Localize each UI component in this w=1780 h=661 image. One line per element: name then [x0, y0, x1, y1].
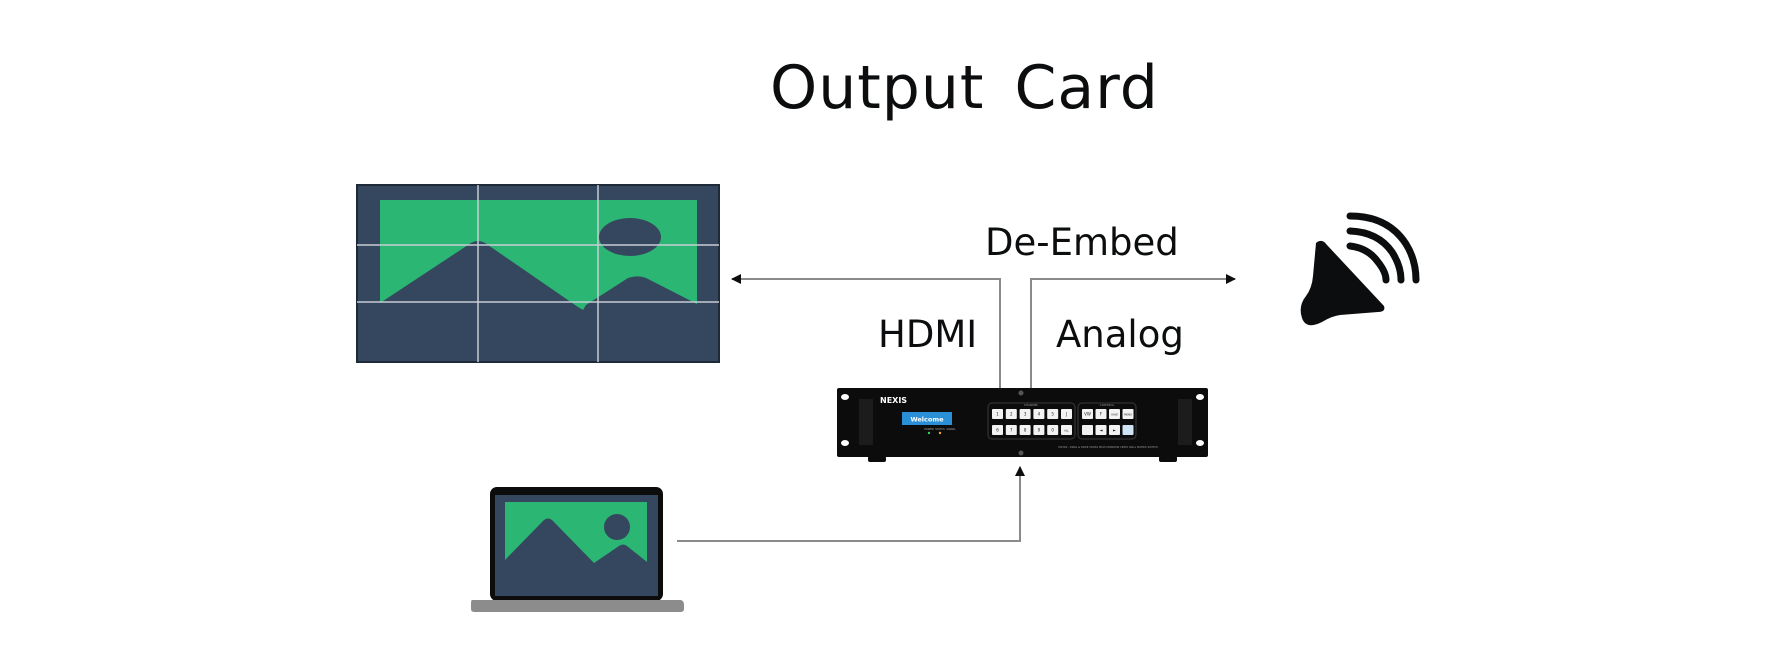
indicator-label-signal: SIGNAL [946, 427, 956, 431]
control-button[interactable] [1095, 425, 1107, 435]
channel-button[interactable] [992, 425, 1003, 435]
device-model-caption: MX300 - DRAG & DROP CROSS MULTI-WINDOW V… [1058, 445, 1157, 449]
channel-button[interactable] [1047, 425, 1059, 435]
laptop-input-line [677, 466, 1025, 542]
hdmi-label: HDMI [878, 313, 978, 356]
device-lcd-display: Welcome [902, 412, 952, 425]
channel-button-label: 0 [1051, 427, 1054, 432]
control-button-label: F [1100, 411, 1103, 416]
lcd-welcome-text: Welcome [910, 416, 944, 424]
channel-button-label: 2 [1010, 411, 1013, 416]
channel-button[interactable] [1047, 409, 1059, 419]
channel-button-label: 5 [1051, 411, 1054, 416]
channel-button-label: 3 [1024, 411, 1027, 416]
channel-button[interactable] [1005, 425, 1017, 435]
control-panel-label: CONTROL [1100, 403, 1115, 407]
channel-button[interactable] [992, 409, 1003, 419]
indicator-label-power: POWER [924, 427, 934, 431]
channel-button-label: 9 [1038, 427, 1041, 432]
channel-button[interactable] [1019, 425, 1031, 435]
channel-button-label: 4 [1038, 411, 1041, 416]
channel-button-label: J [1065, 411, 1067, 416]
video-wall-display-icon [356, 184, 720, 363]
control-panel: CONTROL VW F SAVE MENU ◄ ► [1077, 402, 1137, 440]
rack-ear-holes [841, 394, 1204, 446]
power-led-icon [927, 431, 931, 435]
control-button-label: VW [1084, 411, 1091, 416]
analog-audio-output-line [1030, 274, 1236, 388]
device-brand-logo: NEXIS [880, 396, 907, 405]
channel-button[interactable] [1061, 425, 1072, 435]
channel-button[interactable] [1019, 409, 1031, 419]
channel-button-label: 6 [996, 427, 999, 432]
channel-button[interactable] [1061, 409, 1072, 419]
hdmi-output-line [731, 274, 1001, 388]
channel-button[interactable] [1033, 425, 1045, 435]
control-button-label: MENU [1124, 412, 1132, 416]
control-button[interactable] [1109, 409, 1120, 419]
control-button[interactable] [1122, 425, 1134, 435]
control-button[interactable] [1109, 425, 1120, 435]
de-embed-label: De-Embed [985, 221, 1179, 264]
control-button[interactable] [1082, 409, 1093, 419]
status-indicators: POWER STATUS SIGNAL [924, 427, 956, 435]
analog-label: Analog [1056, 313, 1184, 356]
laptop-icon [471, 487, 684, 612]
control-button-label: ◄ [1099, 427, 1103, 432]
channel-button-label: ALL [1064, 428, 1069, 432]
indicator-label-status: STATUS [935, 427, 945, 431]
channel-panel-label: CHANNEL [1024, 403, 1039, 407]
diagram-title: Output Card [770, 53, 1159, 123]
channel-panel: CHANNEL 1 2 3 4 5 J 6 7 8 9 0 ALL [987, 402, 1076, 440]
matrix-switch-device: NEXIS Welcome POWER STATUS SIGNAL CHANNE… [837, 388, 1208, 462]
control-button-label: SAVE [1111, 412, 1118, 416]
control-button-label: ► [1113, 427, 1117, 432]
channel-button-label: 1 [996, 411, 999, 416]
channel-button[interactable] [1033, 409, 1045, 419]
channel-button-label: 7 [1010, 427, 1013, 432]
control-button[interactable] [1095, 409, 1107, 419]
control-button[interactable] [1082, 425, 1093, 435]
status-led-icon [938, 431, 942, 435]
speaker-icon [1300, 212, 1420, 326]
channel-button-label: 8 [1024, 427, 1027, 432]
control-button[interactable] [1122, 409, 1134, 419]
channel-button[interactable] [1005, 409, 1017, 419]
